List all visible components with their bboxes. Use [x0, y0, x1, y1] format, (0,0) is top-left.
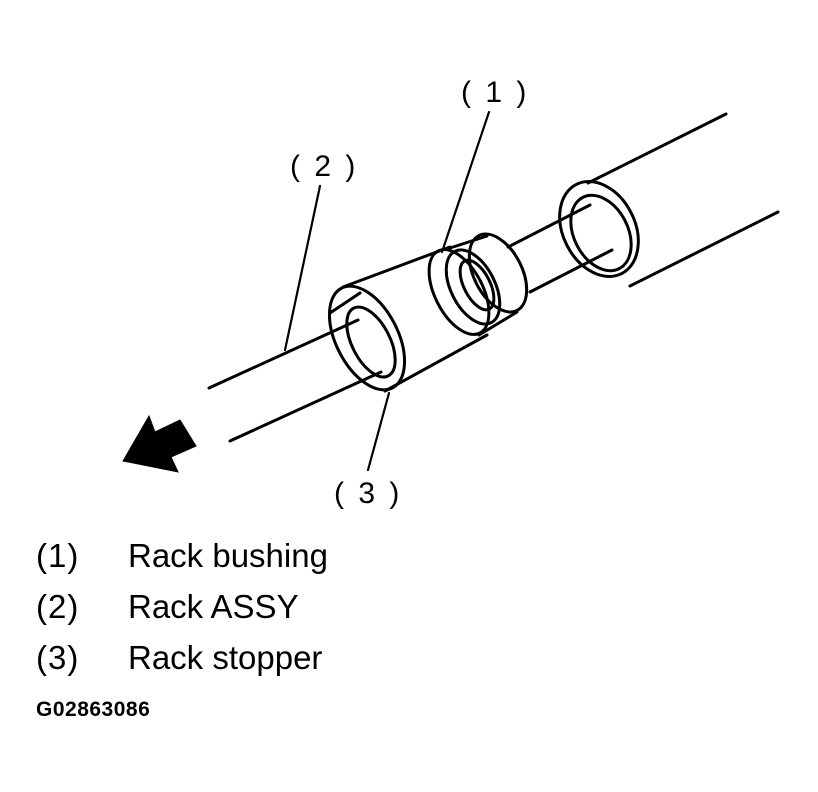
parts-legend: (1) Rack bushing (2) Rack ASSY (3) Rack … — [36, 530, 328, 683]
callout-1: ( 1 ) — [461, 76, 529, 109]
leader-line-1 — [440, 110, 491, 254]
legend-label: Rack ASSY — [128, 587, 299, 625]
rack-shaft-inner — [506, 203, 614, 294]
figure-id: G02863086 — [36, 698, 151, 721]
rack-assy-shaft — [207, 318, 383, 443]
callout-3: ( 3 ) — [334, 477, 402, 510]
legend-number: (1) — [36, 536, 80, 574]
legend-item: (2) Rack ASSY — [36, 581, 328, 632]
rack-stopper-rear — [444, 232, 529, 337]
leader-line-2 — [283, 184, 322, 352]
legend-item: (1) Rack bushing — [36, 530, 328, 581]
callout-2: ( 2 ) — [290, 150, 358, 183]
rack-stopper-front — [327, 284, 407, 392]
legend-item: (3) Rack stopper — [36, 632, 328, 683]
legend-label: Rack bushing — [128, 536, 328, 574]
legend-label: Rack stopper — [128, 638, 323, 676]
rack-bushing-diagram: ( 1 ) ( 2 ) ( 3 ) — [122, 76, 780, 510]
legend-number: (2) — [36, 587, 80, 625]
legend-number: (3) — [36, 638, 80, 676]
direction-arrow-icon — [122, 414, 197, 473]
rack-bushing — [341, 245, 491, 393]
leader-line-3 — [366, 391, 391, 472]
housing-tube — [558, 112, 780, 288]
